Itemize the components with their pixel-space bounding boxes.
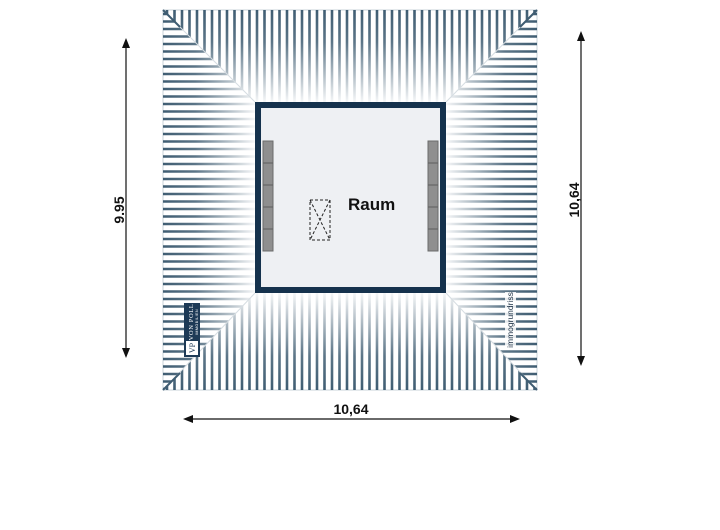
logo-initials: VP [188, 342, 197, 353]
dimension-bottom: 10,64 [183, 401, 520, 423]
credit: immogrundriss [505, 292, 516, 348]
beam-right [427, 140, 439, 252]
roof-fade-bottom [163, 293, 537, 390]
roof-corner-marks [162, 9, 538, 391]
dimension-bottom-value: 10,64 [333, 401, 368, 417]
credit-text: immogrundriss [505, 292, 515, 348]
roof-fade-left [163, 10, 255, 390]
room-floor [258, 105, 443, 290]
logo-sub: IMMOBILIEN [195, 309, 199, 335]
dimension-left-value: 9.95 [111, 196, 127, 223]
attic-hatch-icon [309, 199, 331, 241]
logo-name: VON POLL [188, 304, 195, 341]
room-label: Raum [348, 195, 395, 214]
dimension-right-value: 10,64 [566, 182, 582, 217]
roof-fade-top [163, 10, 537, 102]
room-walls [255, 102, 446, 293]
dimension-left: 9.95 [111, 38, 130, 358]
von-poll-logo: VP VON POLL IMMOBILIEN [184, 303, 200, 357]
dimension-right: 10,64 [566, 31, 585, 366]
beam-left [262, 140, 274, 252]
